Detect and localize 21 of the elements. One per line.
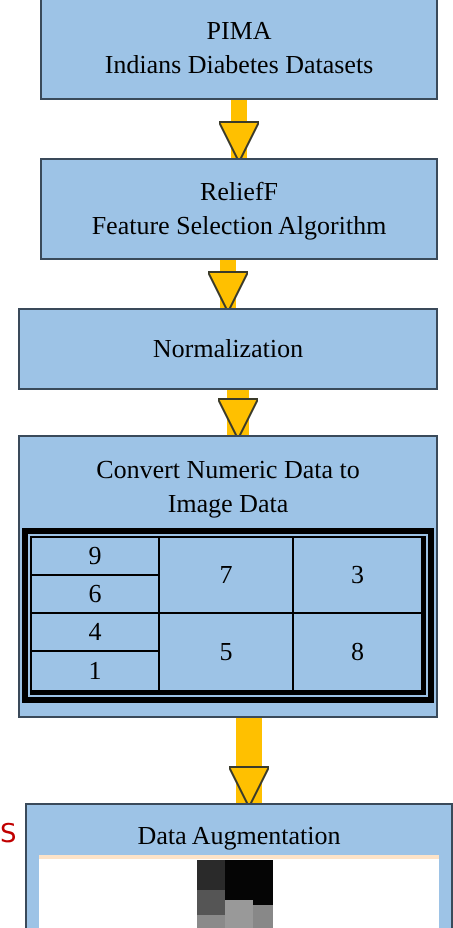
table-cell-text: 8	[350, 636, 365, 668]
table-cell: 1	[32, 652, 160, 690]
process-box	[40, 0, 438, 100]
box-text: Feature Selection Algorithm	[90, 210, 388, 242]
process-box	[25, 803, 453, 928]
box-text: Indians Diabetes Datasets	[104, 49, 374, 81]
box-text: Convert Numeric Data to Image Data	[95, 454, 361, 520]
process-box	[18, 435, 438, 718]
table-cell: 3	[294, 538, 421, 614]
table-cell: 6	[32, 576, 160, 614]
table-cell: 5	[160, 614, 294, 690]
table-cell: 7	[160, 538, 294, 614]
table-cell: 9	[32, 538, 160, 576]
box-text: Data Augmentation	[136, 820, 342, 852]
box-text: ReliefF	[199, 176, 279, 208]
box-text: PIMA	[205, 15, 272, 47]
note-text: S	[0, 818, 17, 850]
box-text: Normalization	[152, 333, 304, 365]
process-box	[40, 158, 438, 260]
process-box	[18, 308, 438, 390]
table-cell: 4	[32, 614, 160, 652]
